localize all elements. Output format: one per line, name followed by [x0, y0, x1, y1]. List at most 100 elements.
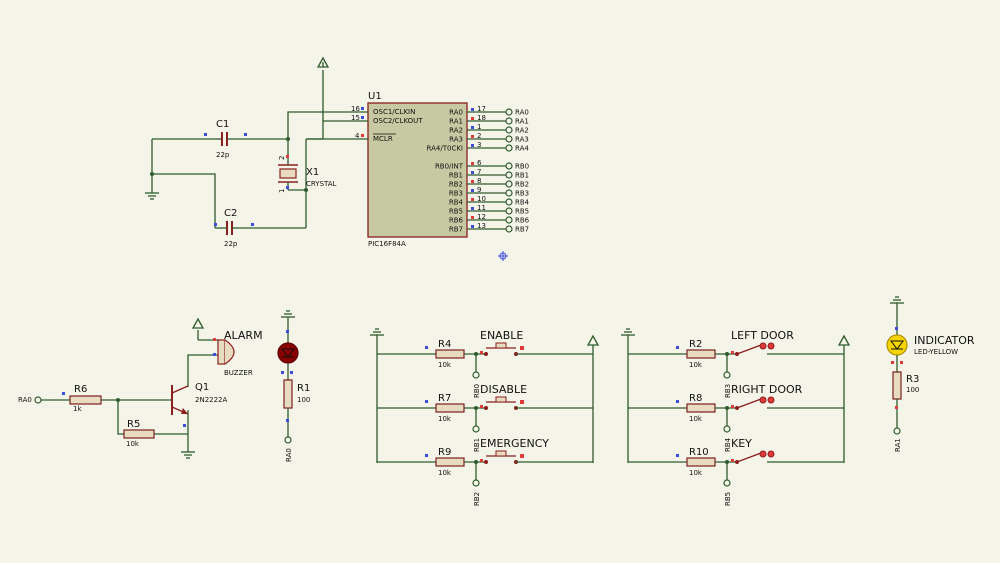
mcu-u1[interactable]: U1 PIC16F84A OSC1/CLKIN OSC2/CLKOUT MCLR… — [347, 91, 468, 248]
mcu-pin-number: 1 — [477, 123, 481, 131]
mcu-pin-net-label: RB3 — [515, 190, 529, 198]
r3-ref: R3 — [906, 374, 919, 385]
resistor-ref: R8 — [689, 393, 702, 404]
c2-value: 22p — [224, 240, 238, 248]
resistor-r2[interactable] — [686, 349, 716, 359]
mcu-pin-number: 8 — [477, 177, 481, 185]
mcu-pin-number: 12 — [477, 213, 486, 221]
ground-icon — [621, 328, 635, 336]
terminal-icon — [505, 162, 513, 170]
mcu-pin-name: RA0 — [449, 109, 463, 117]
mcu-pin-number: 18 — [477, 114, 486, 122]
mcu-pin-name: OSC2/CLKOUT — [373, 117, 423, 125]
terminal-icon — [505, 108, 513, 116]
capacitor-c1[interactable]: C1 22p — [204, 119, 247, 159]
resistor-r8[interactable] — [686, 403, 716, 413]
mcu-pin-net-label: RA3 — [515, 136, 529, 144]
resistor-r4[interactable] — [435, 349, 465, 359]
switch-label: KEY — [731, 437, 752, 450]
r3-net: RA1 — [894, 438, 902, 452]
buzzer-alarm[interactable]: ALARM BUZZER — [213, 329, 263, 377]
resistor-r6[interactable]: R6 1k — [62, 384, 102, 413]
mcu-pin-name: RB7 — [449, 226, 463, 234]
terminal-icon — [723, 425, 731, 433]
crystal-x1[interactable]: 2 1 X1 CRYSTAL — [278, 155, 337, 193]
r6-ref: R6 — [74, 384, 87, 395]
terminal-icon — [505, 198, 513, 206]
net-label: RB5 — [724, 492, 732, 506]
oscillator-section — [145, 56, 347, 229]
mcu-pin-number: 10 — [477, 195, 486, 203]
switch-group-left: R410kRB0ENABLER710kRB1DISABLER910kRB2EME… — [370, 328, 600, 506]
mcu-pin-net-label: RA4 — [515, 145, 529, 153]
r5-ref: R5 — [127, 419, 140, 430]
resistor-ref: R10 — [689, 447, 709, 458]
mcu-pin-name: RA3 — [449, 136, 463, 144]
ground-icon — [281, 310, 295, 318]
led-yellow-indicator[interactable]: INDICATOR LED-YELLOW — [886, 334, 975, 356]
mcu-pin-number: 17 — [477, 105, 486, 113]
resistor-value: 10k — [438, 469, 452, 477]
alarm-section: RA0 — [18, 317, 218, 459]
resistor-value: 10k — [438, 415, 452, 423]
r1-net: RA0 — [285, 448, 293, 462]
mcu-pin-name: RA2 — [449, 127, 463, 135]
c1-value: 22p — [216, 151, 230, 159]
resistor-r10[interactable] — [686, 457, 716, 467]
mcu-pin-name: RB3 — [449, 190, 463, 198]
resistor-value: 10k — [689, 415, 703, 423]
resistor-r9[interactable] — [435, 457, 465, 467]
mcu-pin-number: 6 — [477, 159, 482, 167]
r1-ref: R1 — [297, 383, 310, 394]
power-arrow-icon — [316, 56, 330, 68]
mcu-pin-net-label: RB2 — [515, 181, 529, 189]
terminal-icon — [505, 216, 513, 224]
resistor-ref: R9 — [438, 447, 451, 458]
net-label: RB2 — [473, 492, 481, 506]
q1-value: 2N2222A — [195, 396, 228, 404]
mcu-pin-net-label: RA1 — [515, 118, 529, 126]
resistor-r1[interactable]: R1 100 — [283, 379, 310, 409]
mcu-pin-net-label: RB0 — [515, 163, 529, 171]
resistor-ref: R4 — [438, 339, 451, 350]
mcu-pin-net-label: RB5 — [515, 208, 529, 216]
mcu-pin-net-label: RB4 — [515, 199, 530, 207]
mcu-pin-number: 11 — [477, 204, 486, 212]
resistor-r3[interactable]: R3 100 — [892, 371, 919, 400]
transistor-q1[interactable]: Q1 2N2222A — [171, 382, 228, 427]
led-red[interactable] — [277, 342, 299, 364]
mcu-pin-name: RB0/INT — [435, 163, 464, 171]
ground-icon — [145, 192, 159, 200]
mcu-pin-net-label: RB1 — [515, 172, 529, 180]
ground-icon — [370, 328, 384, 336]
terminal-icon — [893, 427, 901, 435]
mcu-pin-name: MCLR — [373, 135, 393, 143]
resistor-r7[interactable] — [435, 403, 465, 413]
capacitor-c2[interactable]: C2 22p — [214, 208, 254, 248]
switch-label: ENABLE — [480, 329, 523, 342]
power-arrow-icon — [191, 317, 205, 329]
terminal-icon — [505, 135, 513, 143]
terminal-icon — [505, 126, 513, 134]
terminal-icon — [505, 144, 513, 152]
